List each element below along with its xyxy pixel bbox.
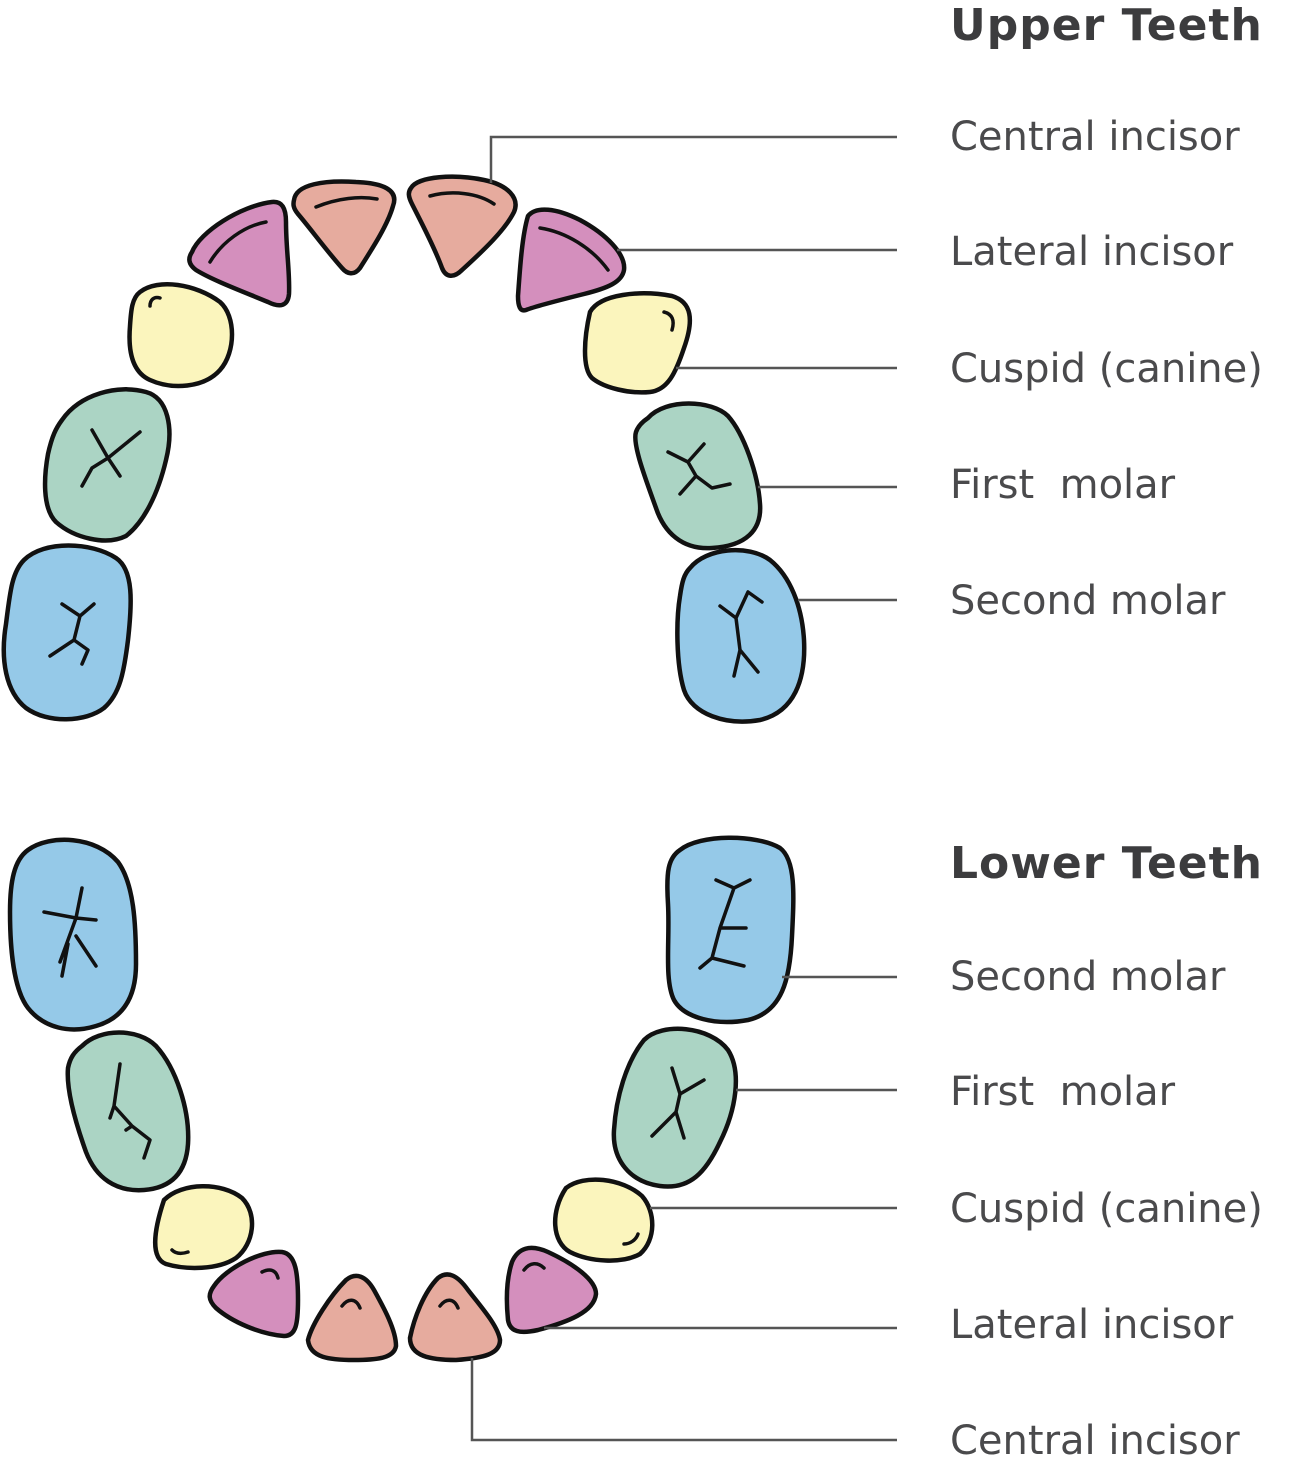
upper-left-second-molar <box>1 543 133 722</box>
label-lower-cuspid: Cuspid (canine) <box>950 1186 1263 1232</box>
upper-teeth-heading: Upper Teeth <box>950 0 1263 51</box>
lower-labels: Lower Teeth Second molar First molar Cus… <box>950 838 1263 1463</box>
label-lower-first-molar: First molar <box>950 1069 1176 1115</box>
label-lower-central-incisor: Central incisor <box>950 1418 1240 1463</box>
lower-right-first-molar <box>611 1026 739 1189</box>
lower-left-central-incisor <box>305 1273 399 1363</box>
lower-teeth-heading: Lower Teeth <box>950 838 1263 889</box>
lower-right-second-molar <box>665 835 796 1025</box>
upper-left-first-molar <box>42 387 172 543</box>
lower-right-central-incisor <box>407 1272 503 1363</box>
label-upper-second-molar: Second molar <box>950 578 1226 624</box>
upper-right-first-molar <box>633 401 763 551</box>
upper-labels: Upper Teeth Central incisor Lateral inci… <box>950 0 1263 624</box>
leader-line-lower-central <box>470 1358 897 1442</box>
upper-left-lateral-incisor <box>187 199 292 308</box>
label-upper-first-molar: First molar <box>950 462 1176 508</box>
lower-left-cuspid <box>153 1184 255 1271</box>
lower-left-first-molar <box>65 1030 191 1193</box>
leader-lines <box>470 135 897 1442</box>
label-lower-second-molar: Second molar <box>950 954 1226 1000</box>
lower-right-cuspid <box>552 1177 655 1263</box>
upper-left-cuspid <box>127 282 235 389</box>
upper-right-second-molar <box>675 547 807 724</box>
upper-right-cuspid <box>582 291 693 395</box>
label-upper-lateral-incisor: Lateral incisor <box>950 229 1234 275</box>
upper-left-central-incisor <box>291 179 397 276</box>
label-lower-lateral-incisor: Lateral incisor <box>950 1302 1234 1348</box>
lower-left-lateral-incisor <box>207 1249 301 1339</box>
upper-right-central-incisor <box>406 174 518 278</box>
lower-arch <box>7 835 796 1363</box>
lower-left-second-molar <box>7 837 139 1032</box>
leader-line-upper-central <box>489 135 897 183</box>
label-upper-cuspid: Cuspid (canine) <box>950 346 1263 392</box>
lower-right-lateral-incisor <box>504 1245 599 1335</box>
upper-arch <box>1 174 807 724</box>
upper-right-lateral-incisor <box>515 207 627 313</box>
label-upper-central-incisor: Central incisor <box>950 114 1240 160</box>
